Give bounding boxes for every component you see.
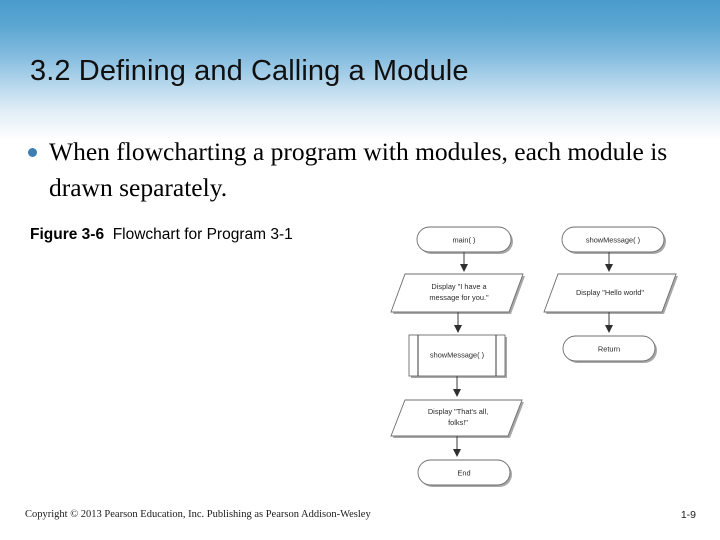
flowchart-node-display-thats-all: Display "That's all, folks!" xyxy=(390,399,524,438)
bullet-item-text: When flowcharting a program with modules… xyxy=(49,137,668,203)
flowchart-node-label: showMessage( ) xyxy=(430,350,484,359)
flowchart-figure: main( ) Display "I have a message for yo… xyxy=(388,222,694,494)
flowchart-node-label: main( ) xyxy=(453,235,476,244)
flowchart-node-label: showMessage( ) xyxy=(586,235,640,244)
figure-caption-text: Flowchart for Program 3-1 xyxy=(112,226,293,243)
figure-caption-spacer xyxy=(104,226,113,243)
footer-copyright: Copyright © 2013 Pearson Education, Inc.… xyxy=(25,509,371,520)
footer-page-number: 1-9 xyxy=(680,509,696,521)
flowchart-connector-5 xyxy=(605,252,613,272)
flowchart-node-label-line1: Display "I have a xyxy=(431,282,487,291)
flowchart-node-call-showmessage: showMessage( ) xyxy=(408,334,507,378)
list-item: When flowcharting a program with modules… xyxy=(28,134,668,206)
flowchart-node-label: Display "Hello world" xyxy=(576,288,644,297)
flowchart-node-label: End xyxy=(457,468,470,477)
bullet-dot-icon xyxy=(28,148,37,157)
flowchart-node-display-hello-world: Display "Hello world" xyxy=(543,273,678,314)
flowchart-node-label-line2: message for you." xyxy=(429,293,489,302)
flowchart-connector-3 xyxy=(453,376,461,397)
flowchart-node-label-line2: folks!" xyxy=(448,418,468,427)
flowchart-node-showmessage-terminal: showMessage( ) xyxy=(561,226,666,254)
header-gradient-band xyxy=(0,0,720,140)
flowchart-node-end-terminal: End xyxy=(417,459,512,487)
flowchart-connector-1 xyxy=(460,252,468,272)
bullet-list: When flowcharting a program with modules… xyxy=(28,134,668,206)
flowchart-node-main-terminal: main( ) xyxy=(416,226,513,254)
flowchart-connector-4 xyxy=(453,436,461,457)
flowchart-node-label: Return xyxy=(598,344,620,353)
flowchart-connector-6 xyxy=(605,312,613,333)
page-title: 3.2 Defining and Calling a Module xyxy=(30,55,469,87)
figure-label: Figure 3-6 xyxy=(30,226,105,243)
flowchart-node-return-terminal: Return xyxy=(562,335,657,363)
flowchart-node-display-message: Display "I have a message for you." xyxy=(390,273,525,314)
flowchart-connector-2 xyxy=(454,312,462,333)
figure-caption: Figure 3-6 Flowchart for Program 3-1 xyxy=(30,224,330,246)
flowchart-node-label-line1: Display "That's all, xyxy=(428,407,488,416)
